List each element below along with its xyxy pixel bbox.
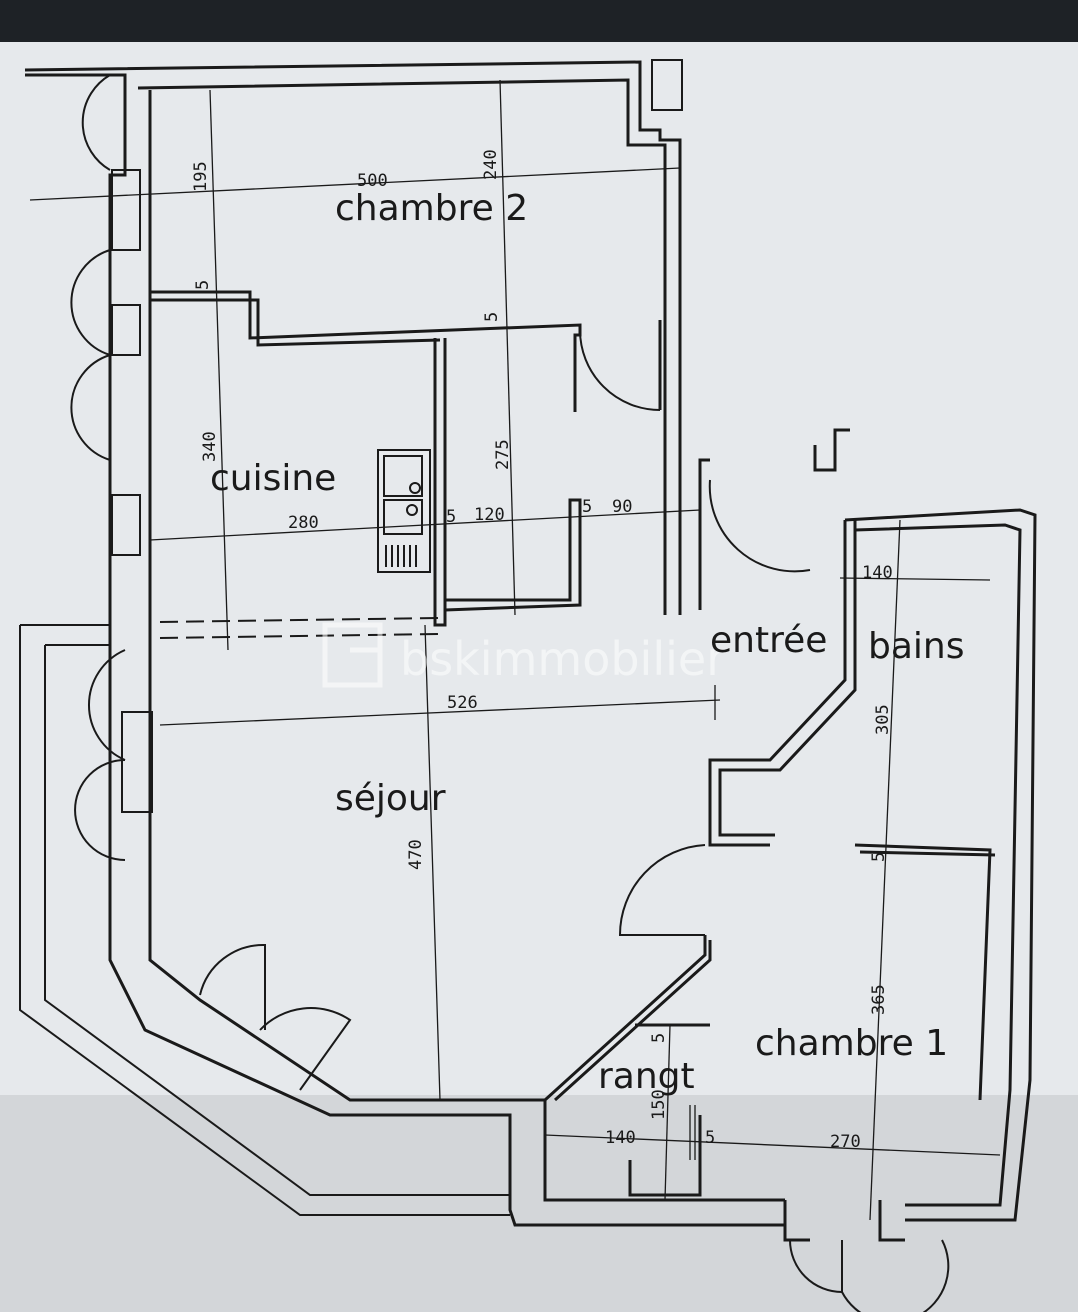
- room-label-sejour: séjour: [335, 778, 446, 819]
- doors: [579, 329, 811, 936]
- dim-label: 5: [193, 280, 213, 290]
- dim-label: 270: [830, 1132, 861, 1152]
- dim-label: 526: [447, 693, 478, 713]
- dim-label: 5: [446, 507, 456, 527]
- dimension-lines: [29, 79, 1001, 1221]
- dim-label: 365: [869, 984, 889, 1015]
- dim-label: 5: [582, 497, 592, 517]
- dim-label: 150: [649, 1089, 669, 1120]
- top-bar: [0, 0, 1078, 42]
- room-label-chambre2: chambre 2: [335, 188, 528, 229]
- dim-label: 470: [406, 839, 426, 870]
- dim-label: 275: [493, 439, 513, 470]
- interior-walls: [150, 290, 996, 1197]
- room-label-rangement: rangt: [598, 1056, 695, 1097]
- room-label-bains: bains: [868, 626, 965, 667]
- watermark-text: bskimmobilier: [400, 632, 725, 686]
- watermark-logo: [322, 622, 383, 688]
- paper-fold-shadow: [0, 1095, 1078, 1312]
- dim-label: 305: [873, 704, 893, 735]
- windows: [70, 59, 950, 1312]
- dashed-partition: [159, 617, 441, 639]
- dim-label: 5: [705, 1128, 715, 1148]
- dim-label: 500: [357, 171, 388, 191]
- dim-label: 340: [200, 431, 220, 462]
- room-label-entree: entrée: [710, 620, 827, 661]
- room-label-chambre1: chambre 1: [755, 1023, 948, 1064]
- dim-label: 120: [474, 505, 505, 525]
- dim-label: 90: [612, 497, 632, 517]
- dim-label: 140: [862, 563, 893, 583]
- dim-label: 5: [482, 312, 502, 322]
- dim-label: 195: [191, 161, 211, 192]
- dim-label: 5: [869, 852, 889, 862]
- balcony-outline: [19, 624, 510, 1216]
- room-label-cuisine: cuisine: [210, 458, 336, 499]
- dim-label: 5: [649, 1033, 669, 1043]
- outer-walls: [24, 60, 1037, 1242]
- dim-label: 240: [481, 149, 501, 180]
- kitchen-sink: [377, 449, 431, 573]
- dim-label: 280: [288, 513, 319, 533]
- dim-label: 140: [605, 1128, 636, 1148]
